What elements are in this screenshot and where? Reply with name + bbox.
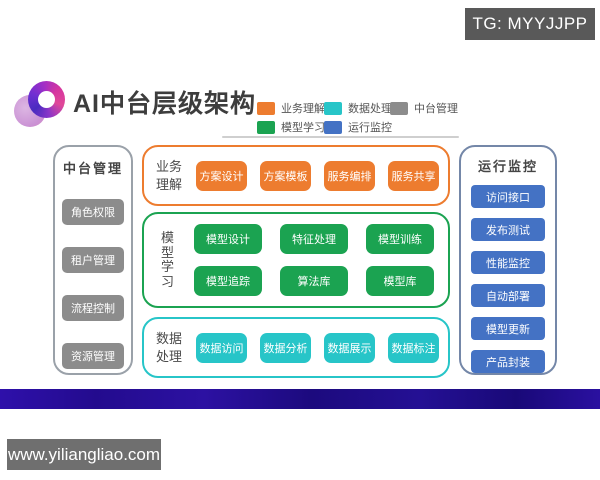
node-feature-processing: 特征处理: [280, 224, 348, 254]
node-model-training: 模型训练: [366, 224, 434, 254]
brand-header: AI中台层级架构: [13, 78, 257, 127]
panel-side-label: 模型学习: [161, 230, 175, 289]
footer-banner: [0, 389, 600, 409]
node-model-update: 模型更新: [471, 317, 545, 340]
panel-title: 中台管理: [62, 161, 123, 176]
legend-item-label: 运行监控: [348, 122, 392, 134]
node-model-library: 模型库: [366, 266, 434, 296]
logo-ring: [28, 81, 65, 118]
panel-operation-monitoring: 运行监控 访问接口 发布测试 性能监控 自动部署 模型更新 产品封装: [459, 145, 557, 375]
node-release-testing: 发布测试: [471, 218, 545, 241]
model-nodes: 模型设计 特征处理 模型训练 模型追踪 算法库 模型库: [194, 224, 434, 296]
legend-item-monitor: 运行监控: [324, 120, 392, 134]
tg-watermark-badge: TG: MYYJJPP: [465, 8, 595, 40]
node-data-access: 数据访问: [196, 332, 247, 363]
legend-underline: [222, 136, 459, 138]
node-data-analysis: 数据分析: [260, 332, 311, 363]
node-resource-management: 资源管理: [62, 343, 124, 369]
node-process-control: 流程控制: [62, 295, 124, 321]
legend-item-label: 中台管理: [414, 103, 458, 115]
legend-item-label: 业务理解: [281, 103, 325, 115]
node-product-packaging: 产品封装: [471, 350, 545, 373]
legend-swatch-blue: [324, 120, 342, 134]
node-performance-monitoring: 性能监控: [471, 251, 545, 274]
panel-business-understanding: 业务理解 方案设计 方案模板 服务编排 服务共享: [142, 145, 450, 206]
panel-data-processing: 数据处理 数据访问 数据分析 数据展示 数据标注: [142, 317, 450, 378]
node-data-display: 数据展示: [324, 332, 375, 363]
node-data-annotation: 数据标注: [388, 332, 439, 363]
node-algorithm-library: 算法库: [280, 266, 348, 296]
node-solution-template: 方案模板: [260, 160, 311, 191]
legend-item-label: 数据处理: [348, 103, 392, 115]
node-role-permissions: 角色权限: [62, 199, 124, 225]
node-solution-design: 方案设计: [196, 160, 247, 191]
node-service-sharing: 服务共享: [388, 160, 439, 191]
legend: 业务理解 数据处理 中台管理 模型学习 运行监控: [257, 101, 462, 134]
page-title: AI中台层级架构: [73, 90, 257, 118]
panel-model-learning: 模型学习 模型设计 特征处理 模型训练 模型追踪 算法库 模型库: [142, 212, 450, 308]
legend-item-business: 业务理解: [257, 101, 325, 115]
node-access-interface: 访问接口: [471, 185, 545, 208]
node-service-orchestration: 服务编排: [324, 160, 375, 191]
panel-side-label: 业务理解: [156, 158, 183, 192]
legend-item-data: 数据处理: [324, 101, 392, 115]
data-nodes: 数据访问 数据分析 数据展示 数据标注: [196, 332, 439, 363]
legend-swatch-green: [257, 120, 275, 134]
node-model-tracking: 模型追踪: [194, 266, 262, 296]
panel-title: 运行监控: [477, 159, 538, 174]
legend-swatch-cyan: [324, 101, 342, 115]
legend-swatch-gray: [390, 101, 408, 115]
panel-side-label: 数据处理: [156, 330, 183, 364]
legend-item-label: 模型学习: [281, 122, 325, 134]
legend-swatch-orange: [257, 101, 275, 115]
site-watermark-badge: www.yiliangliao.com: [7, 439, 161, 470]
ai-ring-logo-icon: [13, 78, 65, 127]
node-tenant-management: 租户管理: [62, 247, 124, 273]
business-nodes: 方案设计 方案模板 服务编排 服务共享: [196, 160, 439, 191]
legend-item-platform: 中台管理: [390, 101, 462, 115]
node-model-design: 模型设计: [194, 224, 262, 254]
node-auto-deployment: 自动部署: [471, 284, 545, 307]
legend-item-model: 模型学习: [257, 120, 325, 134]
panel-platform-management: 中台管理 角色权限 租户管理 流程控制 资源管理: [53, 145, 133, 375]
